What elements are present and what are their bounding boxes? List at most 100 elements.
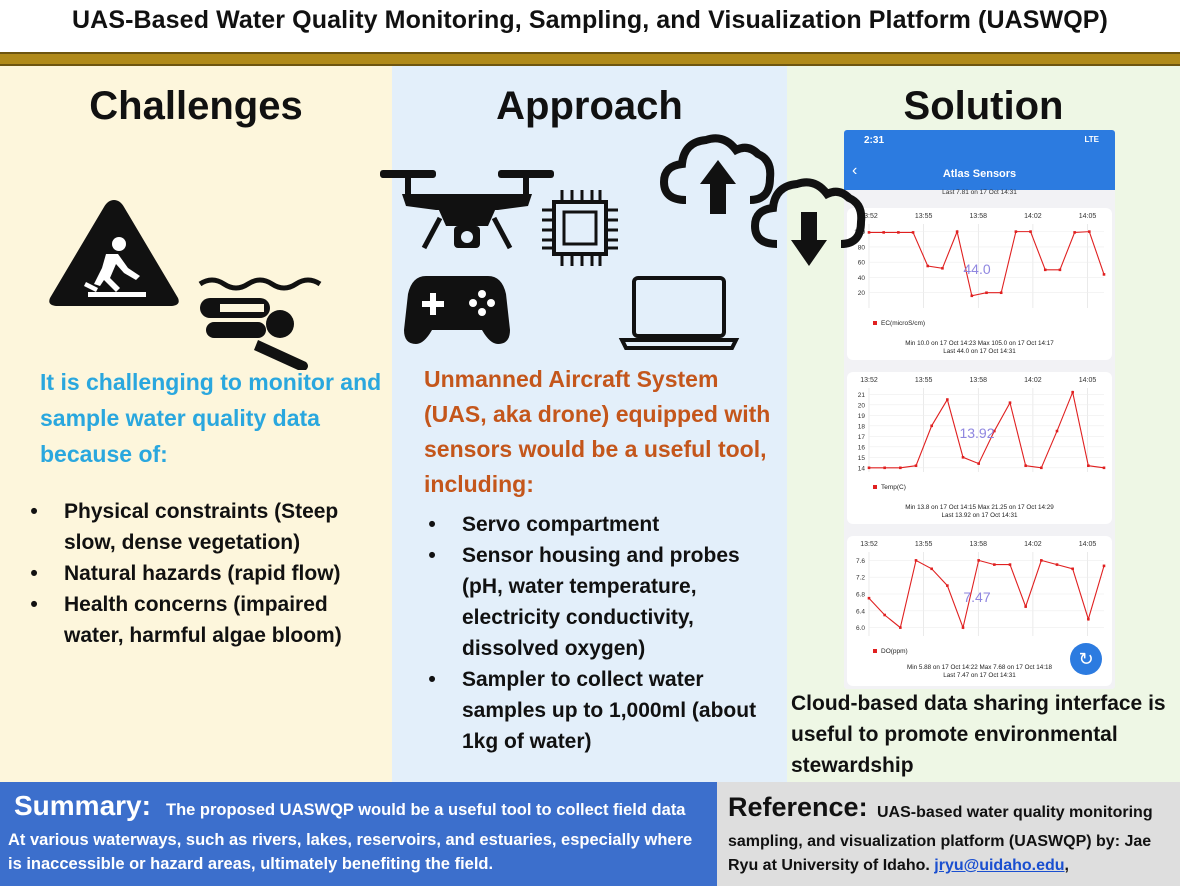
current-value-label: 13.92	[959, 425, 994, 441]
challenges-heading: Challenges	[89, 84, 303, 128]
solution-heading: Solution	[903, 84, 1064, 128]
y-tick-label: 17	[858, 434, 866, 441]
x-tick-label: 13:55	[915, 213, 933, 220]
y-tick-label: 6.0	[856, 625, 865, 632]
y-tick-label: 40	[858, 275, 866, 282]
data-point	[914, 559, 918, 562]
game-controller-icon	[404, 276, 510, 344]
drowning-swimmer-icon	[198, 277, 322, 370]
y-tick-label: 7.2	[856, 575, 865, 582]
data-point	[867, 231, 871, 234]
phone-screenshot: 2:31 LTE ‹ Atlas Sensors Last 7.81 on 17…	[844, 130, 1115, 689]
x-tick-label: 13:58	[970, 541, 988, 548]
data-point	[977, 462, 980, 465]
data-point	[1024, 605, 1027, 608]
reference-text: sampling, and visualization platform (UA…	[728, 830, 1173, 878]
summary-first-line: The proposed UASWQP would be a useful to…	[166, 801, 686, 819]
data-point	[1029, 230, 1032, 233]
legend-label: DO(ppm)	[881, 648, 908, 655]
data-point	[955, 230, 959, 233]
microchip-icon	[542, 190, 618, 266]
data-point	[926, 264, 930, 268]
data-point	[961, 626, 965, 629]
back-chevron-icon[interactable]: ‹	[852, 162, 858, 179]
approach-list: Servo compartment Sensor housing and pro…	[422, 509, 782, 757]
phone-title: Atlas Sensors	[942, 168, 1017, 180]
data-point	[961, 456, 965, 459]
title-bar: UAS-Based Water Quality Monitoring, Samp…	[0, 0, 1180, 58]
data-point	[882, 231, 885, 234]
cloud-download-icon	[751, 178, 866, 266]
do-chart-last: Last 7.47 on 17 Oct 14:31	[943, 672, 1016, 679]
challenges-list: Physical constraints (Steep slow, dense …	[24, 496, 379, 651]
data-point	[1058, 268, 1062, 272]
y-tick-label: 18	[858, 423, 866, 430]
reference-box: Reference: UAS-based water quality monit…	[717, 782, 1180, 886]
y-tick-label: 21	[858, 392, 866, 399]
phone-header: 2:31 LTE ‹ Atlas Sensors	[844, 130, 1115, 190]
y-tick-label: 60	[858, 260, 866, 267]
refresh-icon: ↻	[1078, 649, 1094, 669]
x-tick-label: 13:52	[860, 377, 878, 384]
legend-swatch	[873, 321, 877, 325]
y-tick-label: 16	[858, 444, 866, 451]
drone-icon	[380, 170, 554, 250]
data-point	[930, 567, 933, 571]
data-point	[1102, 466, 1106, 470]
data-point	[970, 294, 974, 298]
cloud-upload-icon	[660, 134, 775, 214]
data-point	[911, 231, 915, 234]
list-item: Sampler to collect water samples up to 1…	[422, 664, 782, 757]
data-point	[985, 291, 988, 295]
legend-swatch	[873, 485, 877, 489]
list-item: Physical constraints (Steep slow, dense …	[24, 496, 379, 558]
approach-panel: Approach	[380, 66, 787, 782]
data-point	[883, 613, 886, 617]
data-point	[1102, 273, 1106, 276]
data-point	[899, 626, 902, 629]
series-line	[869, 390, 1105, 469]
y-tick-label: 15	[858, 455, 866, 462]
data-point	[1073, 231, 1076, 234]
data-point	[1040, 466, 1043, 470]
data-point	[1008, 563, 1012, 566]
list-item: Health concerns (impaired water, harmful…	[24, 589, 379, 651]
reference-trailing: ,	[1064, 857, 1069, 874]
y-tick-label: 6.8	[856, 592, 865, 599]
refresh-button[interactable]: ↻	[1070, 643, 1102, 675]
data-point	[977, 559, 980, 562]
data-point	[1102, 564, 1106, 568]
y-tick-label: 14	[858, 465, 866, 472]
data-point	[946, 398, 949, 401]
data-point	[1040, 559, 1043, 562]
do-chart-stats: Min 5.88 on 17 Oct 14:22 Max 7.68 on 17 …	[907, 664, 1052, 671]
summary-box: Summary: The proposed UASWQP would be a …	[0, 782, 717, 886]
current-value-label: 44.0	[963, 261, 990, 277]
data-point	[930, 424, 933, 428]
y-tick-label: 7.6	[856, 558, 865, 565]
reference-email-link[interactable]: jryu@uidaho.edu	[934, 857, 1065, 874]
challenges-intro: It is challenging to monitor and sample …	[40, 369, 382, 467]
x-tick-label: 14:02	[1024, 213, 1042, 220]
challenges-panel: Challenges It is challenging to monitor …	[0, 66, 392, 782]
legend-label: EC(microS/cm)	[881, 320, 925, 327]
x-tick-label: 13:55	[915, 377, 933, 384]
summary-label: Summary:	[14, 790, 151, 821]
data-point	[1043, 268, 1047, 272]
phone-status: LTE	[1084, 135, 1099, 144]
y-tick-label: 6.4	[856, 608, 865, 615]
x-tick-label: 14:05	[1079, 213, 1097, 220]
legend-swatch	[873, 649, 877, 653]
reference-first-line: UAS-based water quality monitoring	[877, 804, 1153, 821]
data-point	[899, 466, 902, 470]
x-tick-label: 14:02	[1024, 377, 1042, 384]
x-tick-label: 14:05	[1079, 377, 1097, 384]
data-point	[1087, 464, 1090, 467]
data-point	[1055, 429, 1059, 433]
y-tick-label: 19	[858, 413, 866, 420]
legend-label: Temp(C)	[881, 484, 906, 491]
title-divider	[0, 52, 1180, 66]
